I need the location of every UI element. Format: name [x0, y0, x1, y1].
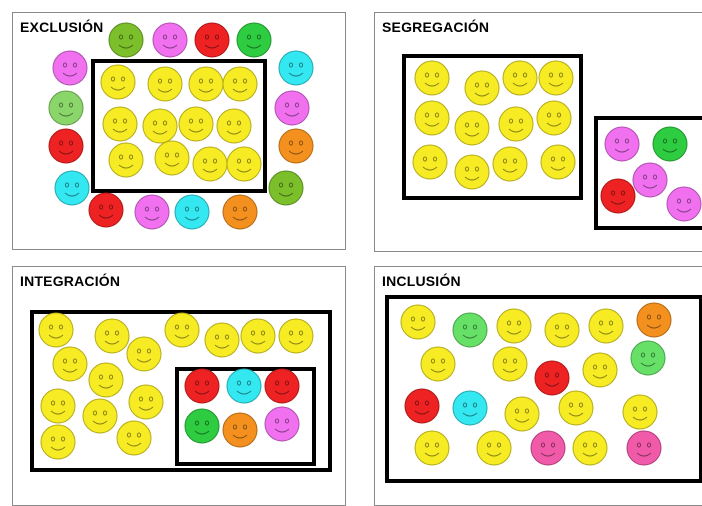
inclusion-face [414, 430, 450, 466]
inclusion-face [572, 430, 608, 466]
integration-main-face [240, 318, 276, 354]
integration-main-face [40, 388, 76, 424]
exclusion-outside-face [222, 194, 258, 230]
inclusion-face [558, 390, 594, 426]
inclusion-face [452, 312, 488, 348]
segregation-main-face [540, 144, 576, 180]
exclusion-outside-face [236, 22, 272, 58]
inclusion-face [582, 352, 618, 388]
exclusion-outside-face [194, 22, 230, 58]
integration-sub-face [184, 368, 220, 404]
exclusion-outside-face [274, 90, 310, 126]
segregation-main-face [454, 154, 490, 190]
inclusion-face [404, 388, 440, 424]
integration-sub-face [226, 368, 262, 404]
panel-segregation: SEGREGACIÓN [374, 12, 702, 252]
integration-main-box [30, 310, 332, 472]
integration-sub-face [264, 406, 300, 442]
exclusion-inside-face [192, 146, 228, 182]
inclusion-face [588, 308, 624, 344]
inclusion-face [492, 346, 528, 382]
segregation-main-face [454, 110, 490, 146]
segregation-main-face [498, 106, 534, 142]
exclusion-outside-face [48, 90, 84, 126]
integration-main-face [164, 312, 200, 348]
exclusion-inside-face [100, 64, 136, 100]
exclusion-inside-face [216, 108, 252, 144]
exclusion-outside-face [174, 194, 210, 230]
panel-title-inclusion: INCLUSIÓN [382, 273, 461, 289]
panel-title-exclusion: EXCLUSIÓN [20, 19, 104, 35]
integration-sub-face [184, 408, 220, 444]
panel-title-integration: INTEGRACIÓN [20, 273, 121, 289]
segregation-main-face [464, 70, 500, 106]
segregation-main-face [538, 60, 574, 96]
segregation-separate-face [666, 186, 702, 222]
integration-sub-face [264, 368, 300, 404]
exclusion-outside-face [134, 194, 170, 230]
exclusion-inside-face [226, 146, 262, 182]
segregation-main-face [412, 144, 448, 180]
integration-main-face [82, 398, 118, 434]
segregation-main-face [536, 100, 572, 136]
inclusion-box [385, 295, 702, 483]
integration-main-face [40, 424, 76, 460]
exclusion-inside-face [178, 106, 214, 142]
exclusion-outside-face [48, 128, 84, 164]
inclusion-face [626, 430, 662, 466]
segregation-separate-face [632, 162, 668, 198]
segregation-separate-face [604, 126, 640, 162]
integration-main-face [116, 420, 152, 456]
segregation-main-face [492, 146, 528, 182]
exclusion-inner-box [91, 59, 267, 193]
inclusion-face [496, 308, 532, 344]
exclusion-outside-face [278, 50, 314, 86]
segregation-main-face [502, 60, 538, 96]
inclusion-face [476, 430, 512, 466]
segregation-main-box [402, 54, 583, 200]
exclusion-inside-face [108, 142, 144, 178]
exclusion-outside-face [268, 170, 304, 206]
exclusion-outside-face [52, 50, 88, 86]
exclusion-outside-face [88, 192, 124, 228]
exclusion-inside-face [102, 106, 138, 142]
panel-title-segregation: SEGREGACIÓN [382, 19, 490, 35]
integration-main-face [88, 362, 124, 398]
integration-main-face [204, 322, 240, 358]
exclusion-outside-face [54, 170, 90, 206]
integration-sub-face [222, 412, 258, 448]
inclusion-face [544, 312, 580, 348]
segregation-separate-face [652, 126, 688, 162]
segregation-main-face [414, 60, 450, 96]
segregation-separate-face [600, 178, 636, 214]
integration-main-face [38, 312, 74, 348]
inclusion-face [630, 340, 666, 376]
exclusion-inside-face [222, 66, 258, 102]
exclusion-inside-face [142, 108, 178, 144]
inclusion-face [420, 346, 456, 382]
exclusion-inside-face [147, 66, 183, 102]
inclusion-face [534, 360, 570, 396]
integration-main-face [94, 318, 130, 354]
inclusion-face [400, 304, 436, 340]
exclusion-outside-face [152, 22, 188, 58]
exclusion-outside-face [278, 128, 314, 164]
integration-main-face [52, 346, 88, 382]
inclusion-face [504, 396, 540, 432]
integration-main-face [278, 318, 314, 354]
integration-main-face [126, 336, 162, 372]
inclusion-face [530, 430, 566, 466]
exclusion-outside-face [108, 22, 144, 58]
exclusion-inside-face [154, 140, 190, 176]
segregation-main-face [414, 100, 450, 136]
exclusion-inside-face [188, 66, 224, 102]
inclusion-face [452, 390, 488, 426]
inclusion-face [636, 302, 672, 338]
inclusion-face [622, 394, 658, 430]
segregation-separate-box [594, 116, 702, 230]
integration-main-face [128, 384, 164, 420]
